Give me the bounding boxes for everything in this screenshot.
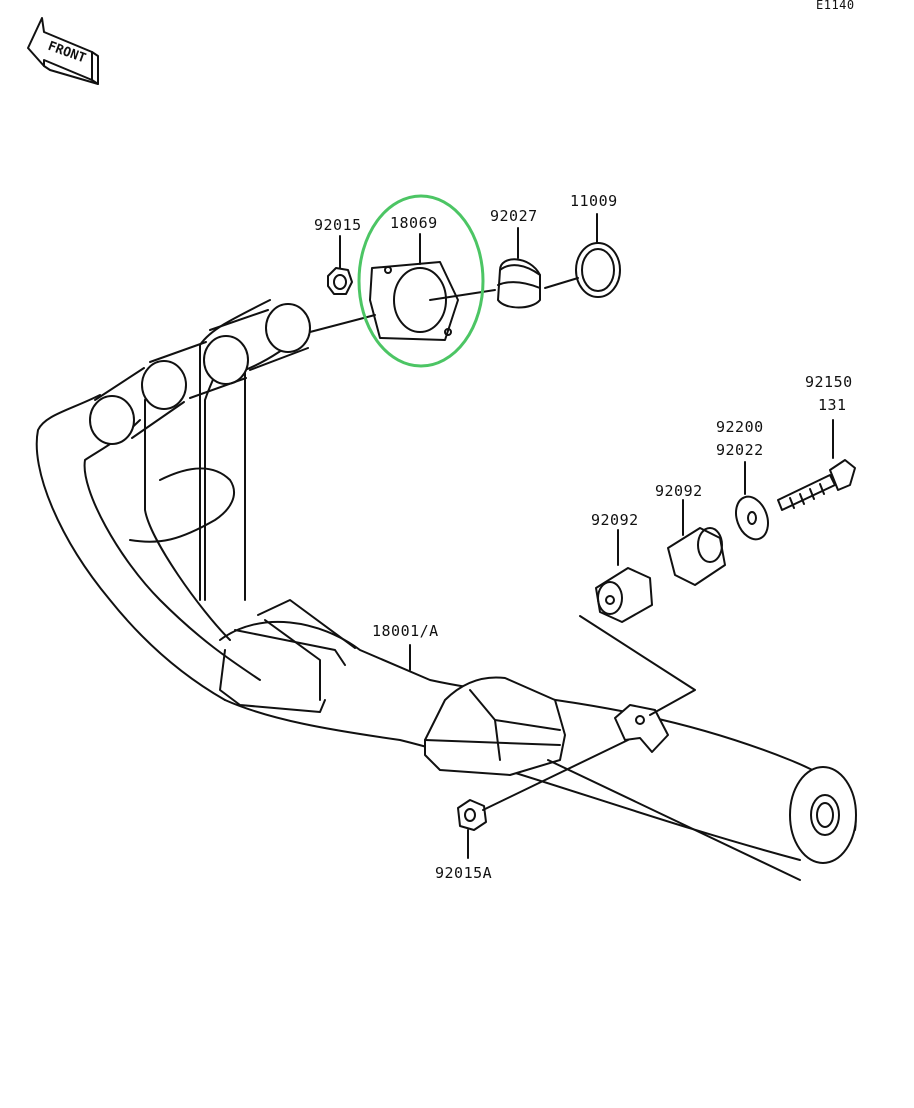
label-131[interactable]: 131 xyxy=(818,396,847,414)
muffler-body[interactable] xyxy=(219,599,857,881)
label-92200[interactable]: 92200 xyxy=(716,418,764,436)
gasket-11009[interactable] xyxy=(544,213,621,298)
label-92092-lower[interactable]: 92092 xyxy=(591,511,639,529)
label-92022[interactable]: 92022 xyxy=(716,441,764,459)
label-18069[interactable]: 18069 xyxy=(390,214,438,232)
label-92150[interactable]: 92150 xyxy=(805,373,853,391)
label-92027[interactable]: 92027 xyxy=(490,207,538,225)
grommet-92092-upper[interactable] xyxy=(667,499,726,586)
label-92015a[interactable]: 92015A xyxy=(435,864,493,882)
exhaust-header-pipes[interactable] xyxy=(35,299,311,701)
front-arrow-icon: FRONT xyxy=(27,17,99,85)
washer-92200[interactable] xyxy=(730,461,773,544)
diagram-code: E1140 xyxy=(816,0,855,12)
nut-92015[interactable] xyxy=(327,235,353,295)
nut-92015a[interactable] xyxy=(457,739,629,859)
label-92092-upper[interactable]: 92092 xyxy=(655,482,703,500)
label-11009[interactable]: 11009 xyxy=(570,192,618,210)
split-collar-92027[interactable] xyxy=(497,227,541,309)
grommet-92092-lower[interactable] xyxy=(579,529,696,716)
bolt-92150[interactable] xyxy=(777,419,856,511)
flange-18069[interactable] xyxy=(309,233,496,341)
highlight-ring xyxy=(357,194,485,368)
label-18001a[interactable]: 18001/A xyxy=(372,622,439,640)
label-92015[interactable]: 92015 xyxy=(314,216,362,234)
